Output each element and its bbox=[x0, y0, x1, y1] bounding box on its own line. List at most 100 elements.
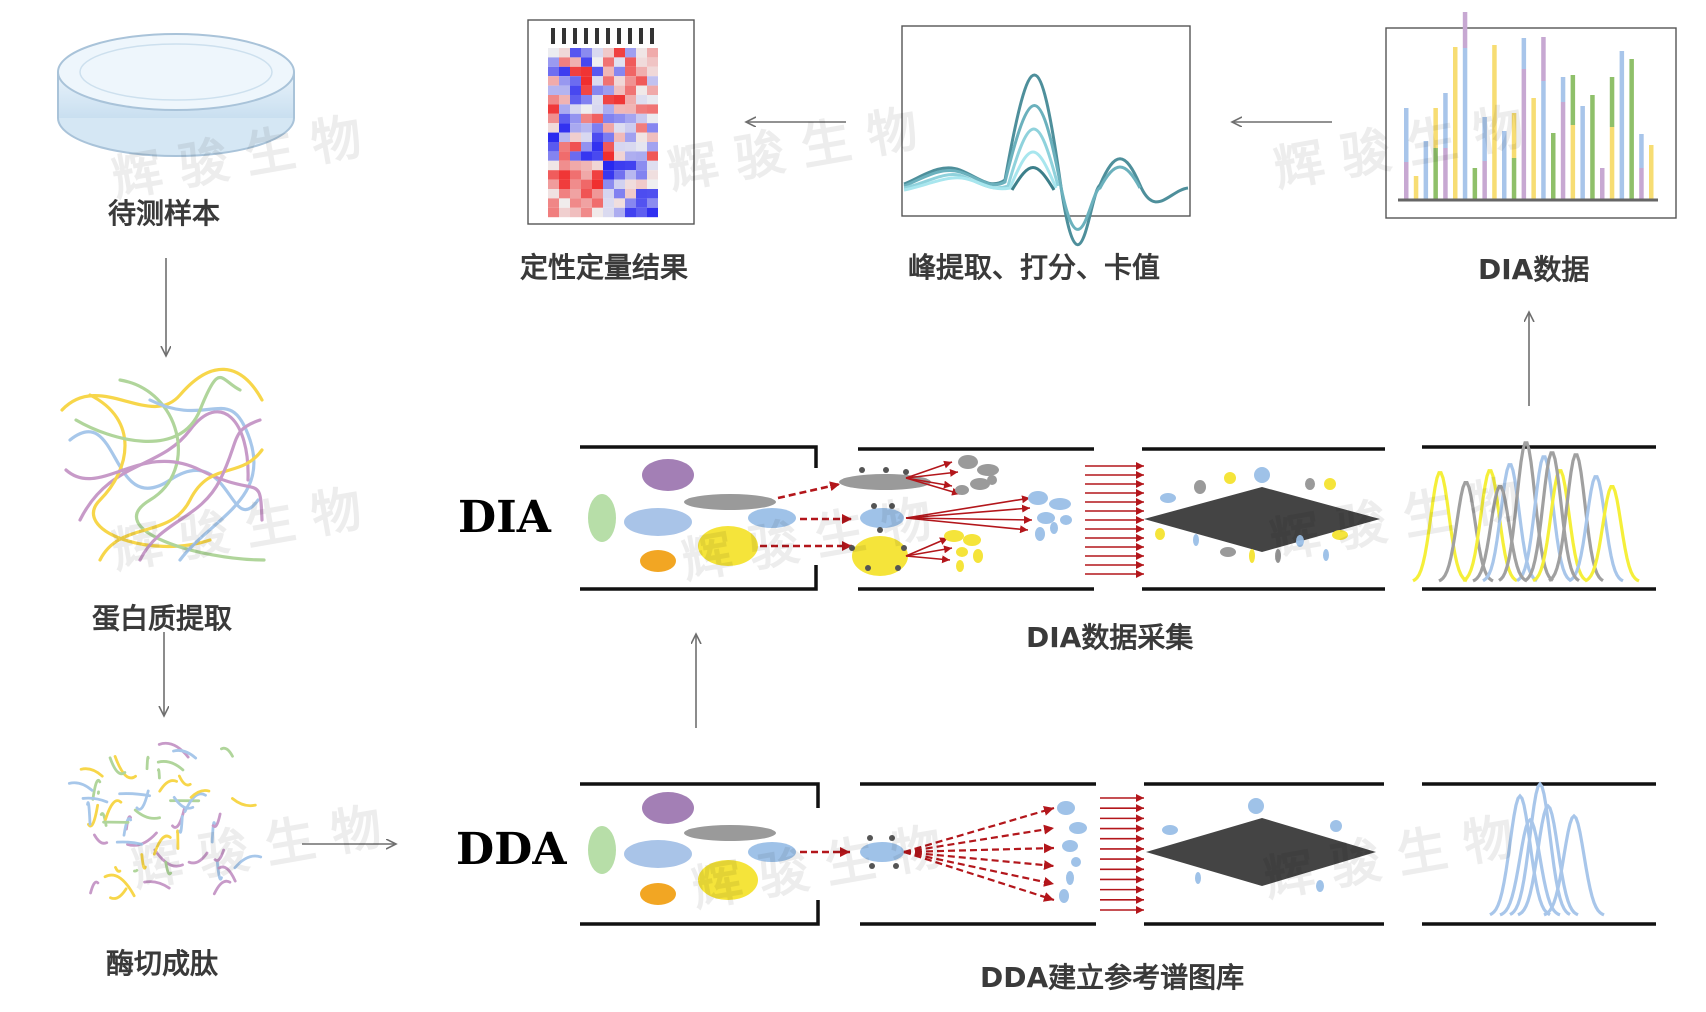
peptide-strand bbox=[135, 810, 159, 818]
label-dia-data: DIA数据 bbox=[1478, 248, 1589, 288]
heatmap-cell bbox=[581, 57, 592, 66]
heatmap-cell bbox=[548, 133, 559, 142]
spectrum-bar bbox=[1541, 37, 1546, 81]
heatmap-cell bbox=[548, 86, 559, 95]
heatmap-cell bbox=[592, 133, 603, 142]
label-dia: DIA bbox=[458, 492, 551, 543]
heatmap-cell bbox=[614, 189, 625, 198]
heatmap-cell bbox=[625, 142, 636, 151]
peptide-strand bbox=[177, 831, 178, 849]
heatmap-cell bbox=[625, 67, 636, 76]
heatmap-cell bbox=[625, 48, 636, 57]
heatmap-cell bbox=[581, 161, 592, 170]
heatmap-cell bbox=[625, 161, 636, 170]
spectrum-bar bbox=[1561, 77, 1566, 102]
spectrum-bar bbox=[1531, 98, 1536, 200]
dia-overlapping-peaks bbox=[1413, 443, 1639, 581]
heatmap-cell bbox=[603, 189, 614, 198]
heatmap-cell bbox=[647, 189, 658, 198]
spectrum-bar bbox=[1639, 134, 1644, 168]
heatmap-cell bbox=[581, 198, 592, 207]
heatmap-column-tick bbox=[617, 28, 621, 44]
peptide-strand bbox=[217, 861, 221, 879]
heatmap-cell bbox=[625, 170, 636, 179]
heatmap-cell bbox=[592, 208, 603, 217]
heatmap-cell bbox=[647, 67, 658, 76]
heatmap-cell bbox=[636, 180, 647, 189]
heatmap-cell bbox=[625, 198, 636, 207]
peptide-strand bbox=[134, 870, 136, 871]
heatmap-cell bbox=[636, 161, 647, 170]
peptide-strand bbox=[93, 780, 100, 799]
heatmap-cell bbox=[581, 104, 592, 113]
heatmap-cell bbox=[559, 123, 570, 132]
heatmap-cell bbox=[570, 67, 581, 76]
peptide-strand bbox=[160, 781, 177, 792]
heatmap-cell bbox=[614, 57, 625, 66]
heatmap-cell bbox=[559, 48, 570, 57]
heatmap-cell bbox=[570, 198, 581, 207]
heatmap-cell bbox=[570, 95, 581, 104]
heatmap-cell bbox=[625, 114, 636, 123]
heatmap-cell bbox=[636, 133, 647, 142]
heatmap-cell bbox=[614, 142, 625, 151]
spectrum-bar bbox=[1610, 77, 1615, 127]
dda-ion-source bbox=[588, 792, 796, 905]
heatmap-cell bbox=[548, 151, 559, 160]
spectrum-bar bbox=[1649, 145, 1654, 200]
heatmap-column-tick bbox=[551, 28, 555, 44]
peptide-strand bbox=[115, 756, 135, 778]
heatmap-cell bbox=[559, 180, 570, 189]
heatmap-cell bbox=[603, 48, 614, 57]
heatmap-cell bbox=[603, 208, 614, 217]
heatmap-cell bbox=[614, 104, 625, 113]
heatmap-cell bbox=[614, 208, 625, 217]
heatmap-column-tick bbox=[639, 28, 643, 44]
heatmap-cell bbox=[581, 114, 592, 123]
heatmap-cell bbox=[603, 76, 614, 85]
heatmap-cell bbox=[548, 142, 559, 151]
heatmap-cell bbox=[625, 95, 636, 104]
spectrum-bar bbox=[1443, 93, 1448, 148]
spectrum-bar bbox=[1541, 81, 1546, 200]
heatmap-cell bbox=[559, 114, 570, 123]
peptide-strand bbox=[232, 799, 255, 806]
dda-peaks bbox=[1490, 784, 1604, 915]
peptide-strand bbox=[179, 776, 190, 785]
heatmap-cell bbox=[570, 48, 581, 57]
dia-isolation bbox=[839, 467, 931, 576]
heatmap-cell bbox=[592, 57, 603, 66]
heatmap-cell bbox=[625, 133, 636, 142]
peptide-strand bbox=[142, 855, 146, 869]
label-dda: DDA bbox=[456, 824, 566, 875]
heatmap-cell bbox=[636, 48, 647, 57]
heatmap-cell bbox=[581, 123, 592, 132]
label-peak-scoring: 峰提取、打分、卡值 bbox=[908, 246, 1160, 286]
heatmap-cell bbox=[548, 114, 559, 123]
heatmap-cell bbox=[570, 133, 581, 142]
heatmap-column-tick bbox=[595, 28, 599, 44]
dia-instrument bbox=[580, 447, 1656, 589]
peptide-strand bbox=[214, 881, 230, 894]
heatmap-cell bbox=[548, 67, 559, 76]
heatmap-cell bbox=[647, 180, 658, 189]
peptide-strand bbox=[145, 882, 170, 888]
heatmap-cell bbox=[548, 208, 559, 217]
heatmap-cell bbox=[625, 104, 636, 113]
heatmap-cell bbox=[548, 76, 559, 85]
peptide-strand bbox=[235, 856, 261, 868]
heatmap-cell bbox=[603, 95, 614, 104]
heatmap-cell bbox=[603, 114, 614, 123]
heatmap-cell bbox=[647, 114, 658, 123]
heatmap-cell bbox=[581, 208, 592, 217]
label-sample: 待测样本 bbox=[108, 192, 220, 232]
heatmap-cell bbox=[614, 170, 625, 179]
spectrum-bar bbox=[1512, 158, 1517, 200]
heatmap-cell bbox=[603, 123, 614, 132]
heatmap-cell bbox=[625, 151, 636, 160]
heatmap-cell bbox=[636, 67, 647, 76]
heatmap-cell bbox=[559, 133, 570, 142]
heatmap-cell bbox=[559, 104, 570, 113]
heatmap-column-tick bbox=[650, 28, 654, 44]
